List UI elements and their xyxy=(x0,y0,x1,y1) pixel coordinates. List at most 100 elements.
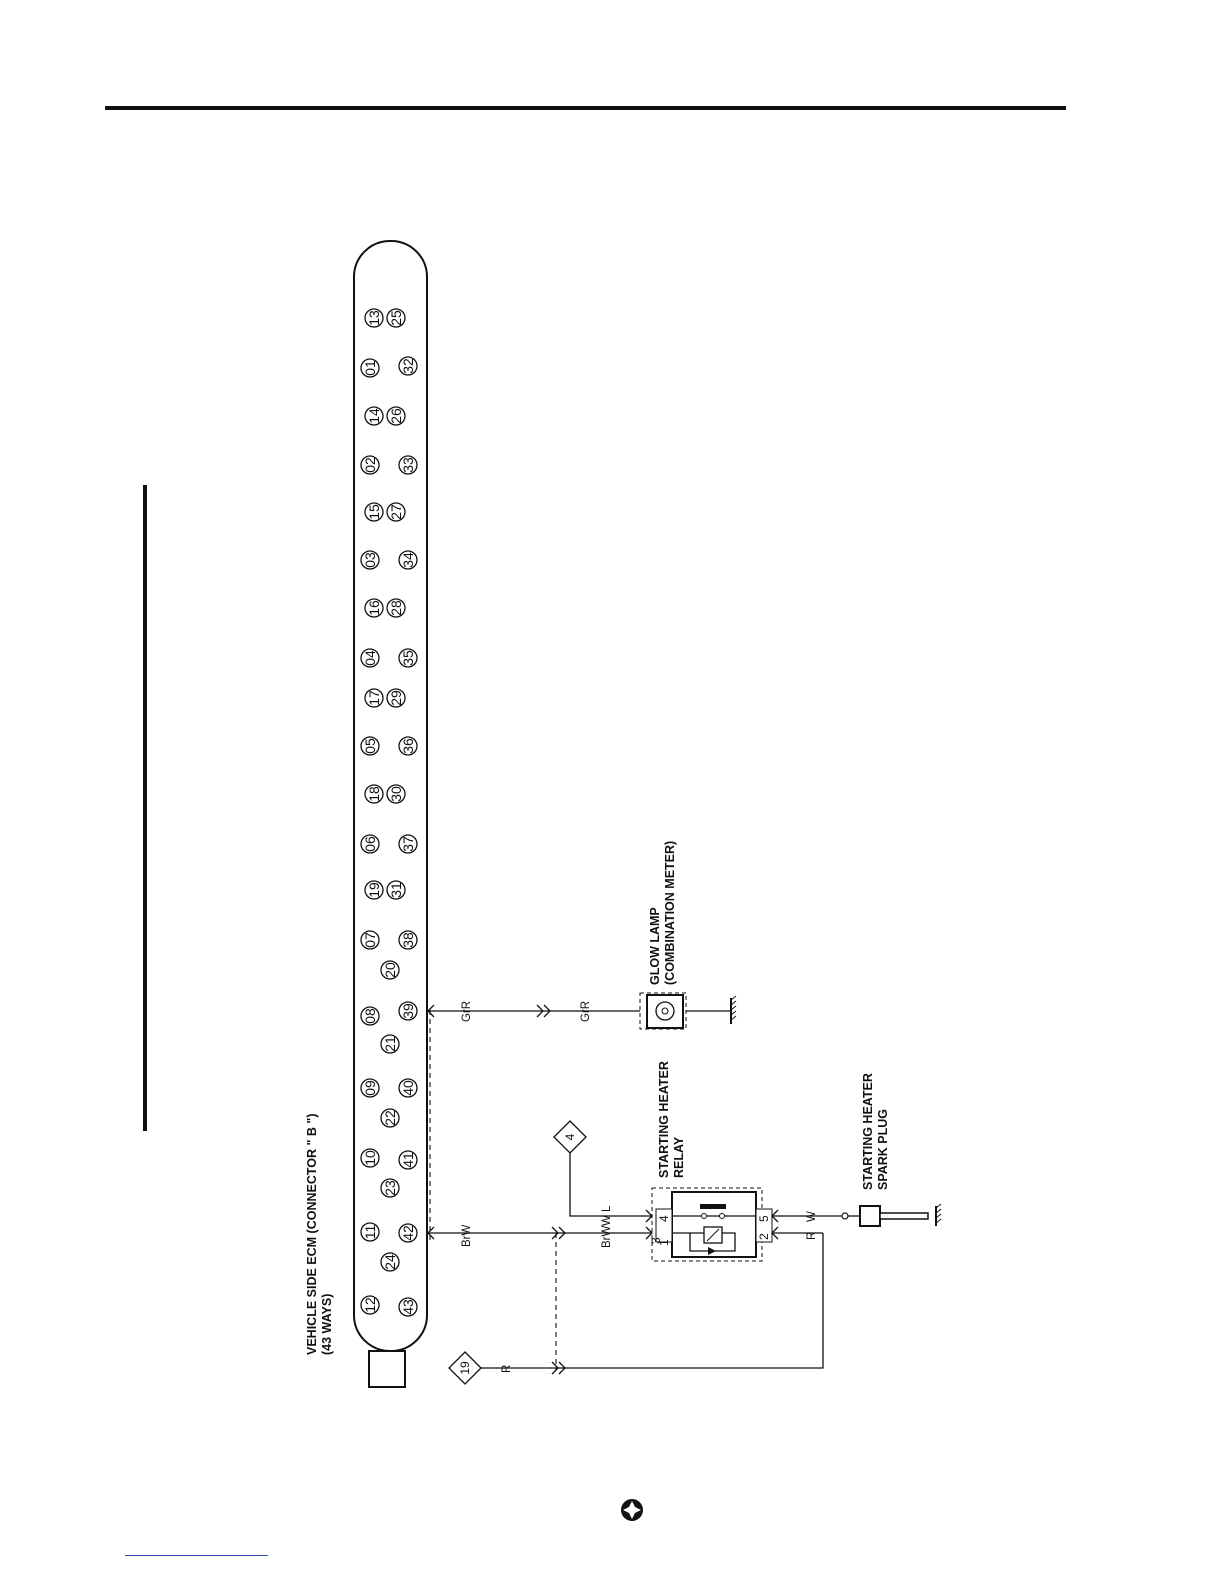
connector-pin: 40 xyxy=(399,1079,417,1097)
connector-pin: 16 xyxy=(365,599,383,617)
relay-switch-bar xyxy=(700,1204,726,1209)
connector-pin-label: 12 xyxy=(362,1297,378,1313)
wire-label-wl: W L xyxy=(601,1205,613,1226)
wire-label-r-relay: R xyxy=(806,1232,818,1240)
connector-pin-label: 03 xyxy=(362,552,378,568)
connector-pin: 02 xyxy=(361,456,379,474)
connector-pin: 03 xyxy=(361,551,379,569)
connector-pin-label: 40 xyxy=(400,1080,416,1096)
connector-pin-label: 24 xyxy=(382,1254,398,1270)
connector-pin-label: 04 xyxy=(362,650,378,666)
relay-terminal-2: 2 xyxy=(757,1233,771,1240)
glow-lamp-bulb-icon xyxy=(656,1002,674,1020)
relay-terminal-4: 4 xyxy=(657,1215,671,1222)
connector-pin-label: 21 xyxy=(382,1036,398,1052)
connector-pin: 15 xyxy=(365,503,383,521)
connector-pin: 08 xyxy=(361,1007,379,1025)
relay-contact-b xyxy=(720,1214,725,1219)
connector-pin: 19 xyxy=(365,881,383,899)
connector-pin: 34 xyxy=(399,551,417,569)
connector-pin-label: 29 xyxy=(388,690,404,706)
connector-pin-label: 25 xyxy=(388,310,404,326)
connector-pin: 29 xyxy=(387,689,405,707)
connector-pin: 21 xyxy=(381,1035,399,1053)
connector-pin-label: 05 xyxy=(362,738,378,754)
connector-pin-label: 16 xyxy=(366,600,382,616)
connector-pin: 36 xyxy=(399,737,417,755)
connector-pin-label: 33 xyxy=(400,457,416,473)
footer-link-underline[interactable] xyxy=(125,1555,268,1556)
connector-pin: 23 xyxy=(381,1179,399,1197)
relay-box xyxy=(672,1192,756,1257)
connector-pin-label: 36 xyxy=(400,738,416,754)
connector-pin: 01 xyxy=(361,359,379,377)
relay-terminal-block-left xyxy=(656,1209,672,1242)
connector-pin: 24 xyxy=(381,1253,399,1271)
connector-pin: 39 xyxy=(399,1002,417,1020)
connector-pin: 41 xyxy=(399,1151,417,1169)
connector-pin: 07 xyxy=(361,931,379,949)
relay-contact-a xyxy=(702,1214,707,1219)
connector-pin: 28 xyxy=(387,599,405,617)
connector-pin-label: 43 xyxy=(400,1299,416,1315)
wire-label-r-ref19: R xyxy=(501,1365,513,1373)
connector-pin: 04 xyxy=(361,649,379,667)
connector-pin: 33 xyxy=(399,456,417,474)
connector-pin: 31 xyxy=(387,881,405,899)
brand-logo-icon xyxy=(621,1499,643,1521)
connector-pin-label: 38 xyxy=(400,932,416,948)
connector-pin: 22 xyxy=(381,1109,399,1127)
connector-pin: 27 xyxy=(387,503,405,521)
connector-pin-label: 35 xyxy=(400,650,416,666)
connector-pin-label: 18 xyxy=(366,786,382,802)
connector-pin-label: 02 xyxy=(362,457,378,473)
connector-tab xyxy=(369,1351,405,1387)
wire-label-grr-right: GrR xyxy=(580,1001,592,1022)
wire-label-w: W xyxy=(806,1211,818,1222)
connector-pin-label: 22 xyxy=(382,1110,398,1126)
connector-pin-label: 20 xyxy=(382,962,398,978)
connector-pin-label: 26 xyxy=(388,408,404,424)
relay-label: STARTING HEATER xyxy=(657,1061,671,1178)
wire-label-brw: BrW xyxy=(461,1225,473,1248)
connector-subtitle: (43 WAYS) xyxy=(320,1294,334,1355)
connector-pin-label: 09 xyxy=(362,1080,378,1096)
connector-pin: 14 xyxy=(365,407,383,425)
connector-pin-label: 06 xyxy=(362,836,378,852)
connector-pin-label: 13 xyxy=(366,310,382,326)
connector-pin-label: 17 xyxy=(366,690,382,706)
spark-plug-sublabel: SPARK PLUG xyxy=(876,1109,890,1190)
wire-r-return xyxy=(477,1233,823,1368)
connector-pin: 42 xyxy=(399,1224,417,1242)
connector-pin-label: 31 xyxy=(388,882,404,898)
connector-pin-label: 42 xyxy=(400,1225,416,1241)
connector-pin: 43 xyxy=(399,1298,417,1316)
connector-pin-label: 23 xyxy=(382,1180,398,1196)
spark-plug-terminal xyxy=(842,1213,848,1219)
connector-pin-label: 32 xyxy=(400,358,416,374)
relay-terminal-1: 1 xyxy=(657,1239,671,1246)
relay-sublabel: RELAY xyxy=(672,1136,686,1178)
connector-title: VEHICLE SIDE ECM (CONNECTOR " B ") xyxy=(305,1114,319,1356)
spark-plug-head xyxy=(860,1206,880,1226)
connector-pin-label: 07 xyxy=(362,932,378,948)
reference-19-label: 19 xyxy=(458,1361,472,1375)
glow-lamp-label: GLOW LAMP xyxy=(648,907,662,985)
connector-pin-label: 08 xyxy=(362,1008,378,1024)
connector-pin-label: 11 xyxy=(362,1225,378,1240)
connector-pin: 13 xyxy=(365,309,383,327)
connector-pin: 32 xyxy=(399,357,417,375)
spark-plug-label: STARTING HEATER xyxy=(861,1073,875,1190)
connector-pin-label: 28 xyxy=(388,600,404,616)
connector-pin-label: 10 xyxy=(362,1150,378,1166)
connector-pin: 35 xyxy=(399,649,417,667)
relay-terminal-5: 5 xyxy=(757,1215,771,1222)
connector-pin: 20 xyxy=(381,961,399,979)
connector-pin: 25 xyxy=(387,309,405,327)
connector-pin-label: 34 xyxy=(400,552,416,568)
spark-plug-body xyxy=(880,1213,928,1219)
connector-pin: 30 xyxy=(387,785,405,803)
connector-pin-label: 15 xyxy=(366,504,382,520)
connector-pin-label: 39 xyxy=(400,1003,416,1019)
